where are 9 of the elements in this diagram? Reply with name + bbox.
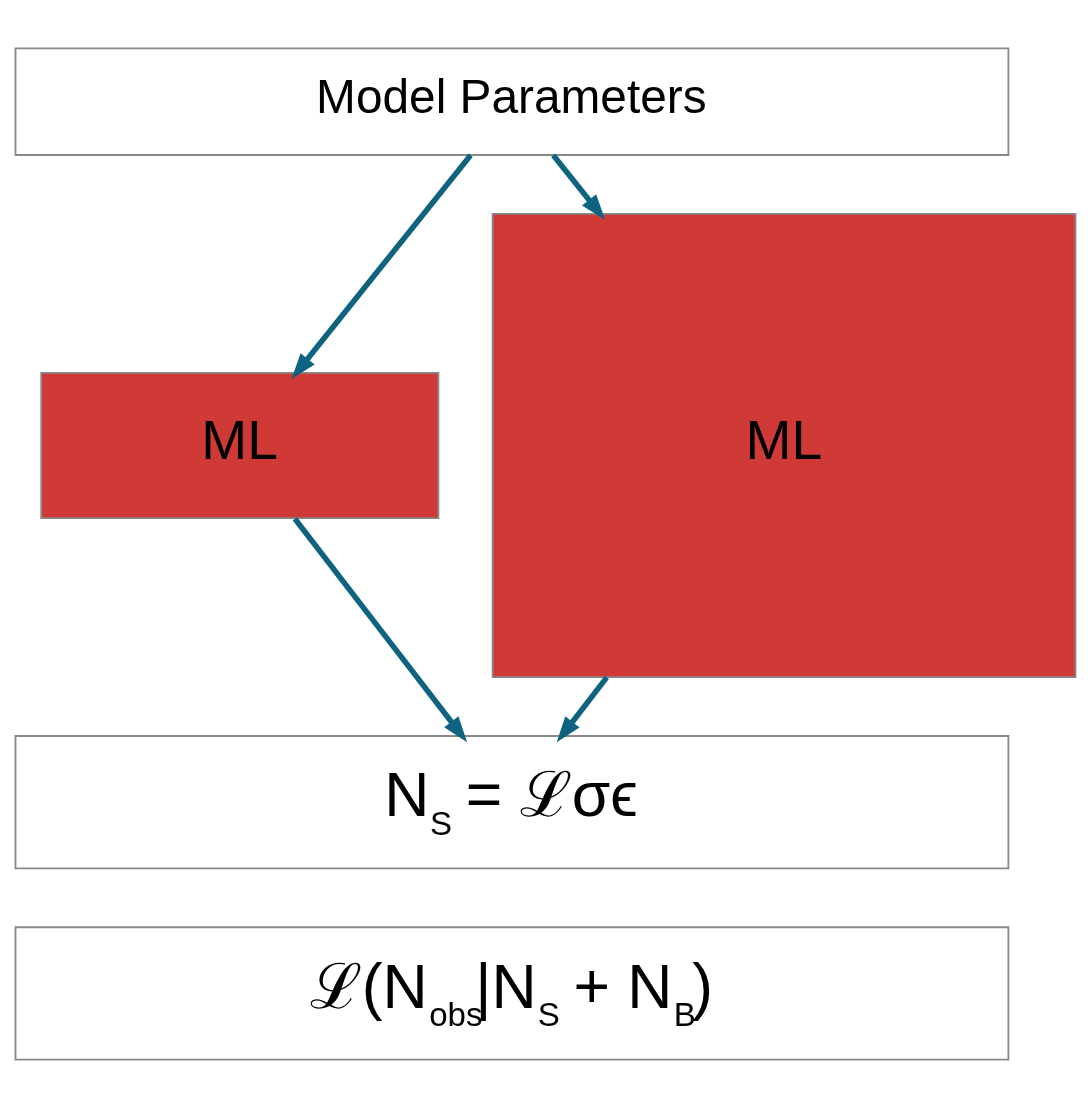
arrow [556,675,609,743]
node-box: Model Parameters [14,47,1010,156]
node-box: N$_{S}$ = ℒσϵ [14,735,1010,870]
node-box: ℒ(N$_{obs}$|N$_{S}$ + N$_{B}$) [14,926,1010,1061]
node-box: ML [40,371,440,520]
arrow [291,153,473,380]
node-box: ML [491,212,1077,679]
arrow [292,517,468,743]
arrow [551,153,606,221]
